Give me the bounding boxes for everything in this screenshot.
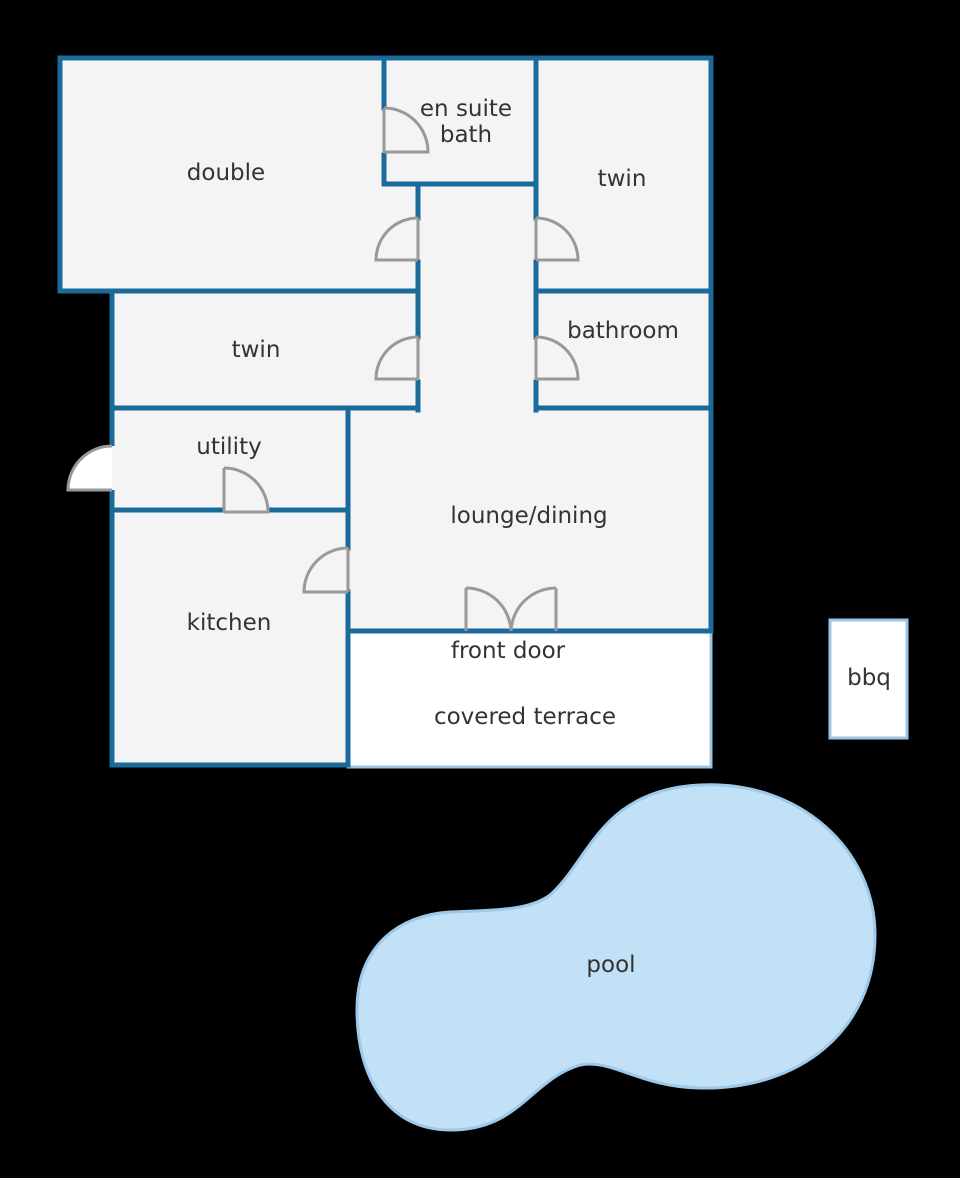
door-front-left bbox=[465, 586, 513, 632]
label-double: double bbox=[187, 160, 265, 186]
walls bbox=[57, 55, 714, 768]
door-twin-left bbox=[374, 335, 419, 381]
door-bathroom bbox=[535, 335, 580, 381]
label-en-suite-line2: bath bbox=[440, 122, 492, 148]
pool-shape bbox=[355, 783, 877, 1132]
door-twin-right bbox=[535, 216, 580, 262]
room-labels: double en suite bath twin twin bathroom … bbox=[187, 96, 679, 730]
door-utility-kitchen bbox=[223, 466, 270, 514]
label-lounge-dining: lounge/dining bbox=[450, 503, 607, 529]
door-kitchen-lounge bbox=[302, 546, 349, 594]
label-front-door: front door bbox=[451, 638, 566, 664]
covered-terrace-area bbox=[346, 628, 713, 769]
label-bathroom: bathroom bbox=[567, 318, 679, 344]
bbq-label: bbq bbox=[847, 665, 891, 691]
door-utility-external bbox=[66, 444, 113, 492]
label-kitchen: kitchen bbox=[187, 610, 272, 636]
label-covered-terrace: covered terrace bbox=[434, 704, 616, 730]
label-en-suite-line1: en suite bbox=[420, 96, 512, 122]
doors bbox=[66, 106, 580, 632]
label-twin-right: twin bbox=[598, 166, 647, 192]
bbq-box bbox=[828, 618, 909, 740]
door-en-suite bbox=[383, 106, 430, 154]
label-utility: utility bbox=[196, 434, 261, 460]
label-twin-left: twin bbox=[232, 337, 281, 363]
door-double bbox=[374, 216, 419, 262]
door-front-right bbox=[509, 586, 557, 632]
pool-label: pool bbox=[586, 952, 635, 978]
